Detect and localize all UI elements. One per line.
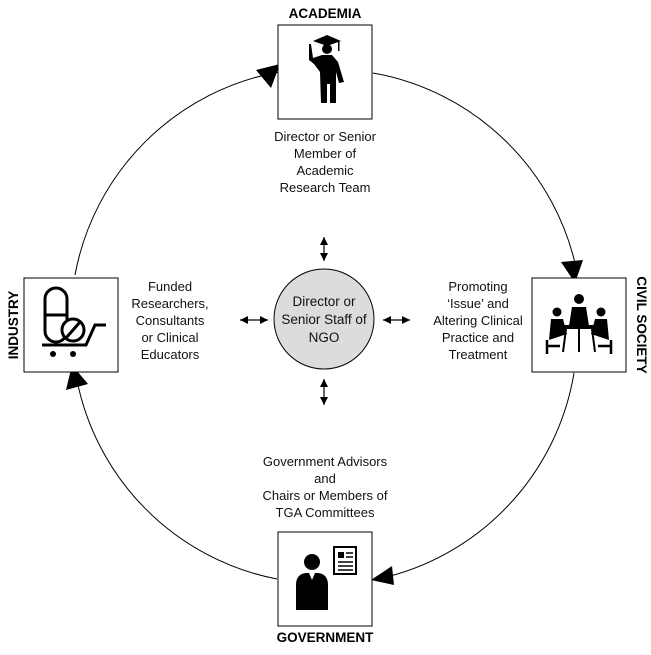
arrowhead-into-government [371,566,394,585]
arc-academia-to-civil-society [372,72,578,273]
node-industry: INDUSTRY Funded Researchers, Consultants… [6,277,209,373]
industry-role-line-5: Educators [141,347,200,362]
government-role-line-4: TGA Committees [276,505,375,520]
center-line-2: Senior Staff of [281,312,367,327]
civil-society-role-line-4: Practice and [442,330,514,345]
government-role-line-2: and [314,471,336,486]
academia-role-line-3: Academic [296,163,354,178]
node-civil-society: CIVIL SOCIETY Promoting ‘Issue’ and Alte… [433,276,649,373]
cycle-arrowheads [66,64,583,585]
civil-society-role-line-5: Treatment [449,347,508,362]
arc-industry-to-academia [74,71,280,276]
meeting-icon [545,294,613,354]
center-line-1: Director or [292,294,356,309]
academia-role-line-4: Research Team [280,180,371,195]
center-line-3: NGO [309,330,340,345]
government-title: GOVERNMENT [277,630,375,645]
civil-society-role-line-1: Promoting [448,279,507,294]
industry-role-line-4: or Clinical [141,330,198,345]
academia-role-line-1: Director or Senior [274,129,377,144]
industry-role-line-3: Consultants [136,313,205,328]
government-role-line-3: Chairs or Members of [263,488,388,503]
arrowhead-into-civil-society [561,260,583,283]
graduate-icon [309,35,344,103]
industry-role-line-2: Researchers, [131,296,208,311]
civil-society-role-line-2: ‘Issue’ and [447,296,509,311]
civil-society-role-line-3: Altering Clinical [433,313,523,328]
pharma-cart-icon [42,286,106,357]
government-role-line-1: Government Advisors [263,454,388,469]
industry-title: INDUSTRY [6,291,21,360]
node-government: GOVERNMENT Government Advisors and Chair… [263,454,388,645]
center-arrows [240,237,410,405]
civil-society-title: CIVIL SOCIETY [634,276,649,373]
academia-role-line-2: Member of [294,146,357,161]
center-ngo: Director or Senior Staff of NGO [273,268,375,370]
node-academia: ACADEMIA Director or Senior Member of Ac… [274,6,377,195]
official-icon [296,546,357,610]
arc-civil-society-to-government [377,372,575,580]
center-circle [273,268,375,370]
arrowhead-into-academia [256,64,280,88]
academia-title: ACADEMIA [289,6,362,21]
cycle-arcs [74,71,578,580]
industry-role-line-1: Funded [148,279,192,294]
arc-government-to-industry [75,374,278,580]
